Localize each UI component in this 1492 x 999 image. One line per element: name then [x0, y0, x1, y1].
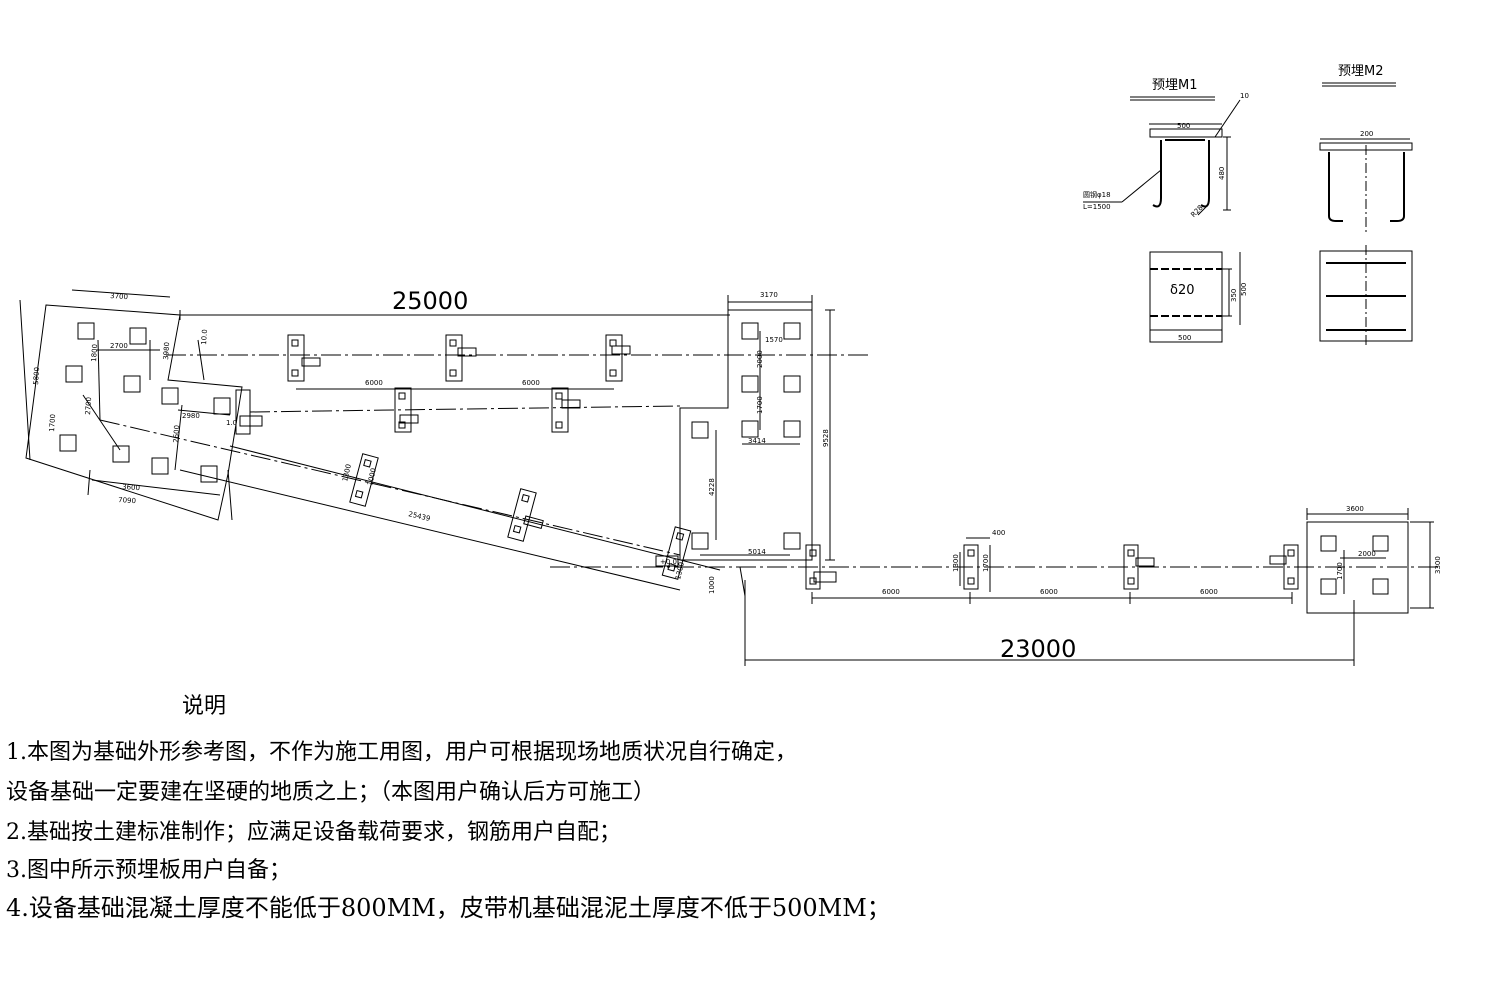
embed-m1-detail	[1083, 96, 1241, 343]
incline-d1: 1300	[341, 463, 353, 482]
overall-top-dim: 25000	[392, 287, 468, 315]
drawing-labels: 预埋M1 预埋M2 500 10 480 圆钢φ18 L=1500 R28 δ2…	[32, 64, 1442, 663]
mid-b6: 5014	[748, 548, 766, 556]
mid-b5: 4228	[708, 478, 716, 496]
embed-m2-detail	[1319, 82, 1413, 346]
left-w-top: 3700	[110, 292, 128, 301]
return-centerline	[249, 405, 681, 413]
overall-bottom-dim: 23000	[1000, 635, 1076, 663]
rb-in-w: 2000	[1358, 550, 1376, 558]
left-a1: 2700	[110, 342, 128, 350]
m1-top-width: 500	[1177, 122, 1190, 130]
left-a7: 2600	[172, 425, 181, 443]
br-span-1: 6000	[882, 588, 900, 596]
left-t2: 1.0	[226, 419, 237, 427]
m1-rebar-len: L=1500	[1083, 203, 1111, 211]
note-line-2: 设备基础一定要建在坚硬的地质之上；（本图用户确认后方可施工）	[6, 780, 656, 805]
incline-len: 25439	[408, 510, 432, 523]
m1-plan-w: 500	[1178, 334, 1191, 342]
m2-top-width: 200	[1360, 130, 1373, 138]
br-span-3: 6000	[1200, 588, 1218, 596]
top-span-2: 6000	[522, 379, 540, 387]
br-span-2: 6000	[1040, 588, 1058, 596]
top-span-1: 6000	[365, 379, 383, 387]
left-a8: 3600	[122, 483, 140, 492]
mid-h: 9528	[822, 429, 830, 447]
rb-h: 3300	[1434, 556, 1442, 574]
left-h-side: 5800	[32, 367, 41, 385]
mid-w-top: 3170	[760, 291, 778, 299]
left-a3: 3980	[162, 342, 171, 360]
incline-conveyor	[179, 445, 746, 597]
note-line-5: 4.设备基础混凝土厚度不能低于800MM，皮带机基础混泥土厚度不低于500MM；	[6, 894, 891, 922]
left-w-bottom: 7090	[118, 496, 136, 505]
left-t1: 10.0	[200, 329, 209, 345]
mid-d-low: 1000	[708, 576, 716, 594]
mid-b4: 3414	[748, 437, 766, 445]
rb-in-h: 1700	[1336, 562, 1344, 580]
incline-d2: 1000	[366, 467, 378, 486]
mid-mark-b: 1300	[674, 561, 686, 580]
middle-equipment-base	[679, 295, 835, 561]
left-a4: 2700	[84, 397, 93, 415]
m1-plan-h-inner: 350	[1230, 289, 1238, 302]
br-w: 400	[992, 529, 1005, 537]
bottom-conveyor	[744, 537, 1355, 666]
mid-b1: 1570	[765, 336, 783, 344]
embed-m2-title: 预埋M2	[1338, 64, 1384, 79]
rb-w: 3600	[1346, 505, 1364, 513]
m1-plan-thk: δ20	[1170, 283, 1195, 298]
mid-b2: 2000	[756, 350, 764, 368]
left-a5: 1700	[48, 414, 57, 432]
right-equipment-base	[1306, 508, 1434, 614]
left-a2: 1800	[90, 344, 99, 362]
left-a6: 2980	[182, 412, 200, 420]
note-line-3: 2.基础按土建标准制作；应满足设备载荷要求，钢筋用户自配；	[6, 820, 621, 845]
top-conveyor-legs	[235, 334, 631, 435]
mid-mark-a: +0.0	[660, 558, 677, 566]
notes-title: 说明	[182, 694, 227, 719]
mid-b3: 1700	[756, 396, 764, 414]
embed-m1-title: 预埋M1	[1152, 78, 1198, 93]
note-line-4: 3.图中所示预埋板用户自备；	[6, 858, 291, 883]
m1-plan-h: 500	[1240, 283, 1248, 296]
left-equipment-base	[19, 289, 243, 521]
note-line-1: 1.本图为基础外形参考图，不作为施工用图，用户可根据现场地质状况自行确定，	[6, 740, 797, 765]
m1-rebar: 圆钢φ18	[1083, 190, 1111, 199]
m1-height: 480	[1218, 167, 1226, 180]
m1-plate-thk: 10	[1240, 92, 1249, 100]
incline-centerline	[99, 419, 681, 556]
br-h2: 1700	[982, 554, 990, 572]
br-h1: 1300	[952, 554, 960, 572]
